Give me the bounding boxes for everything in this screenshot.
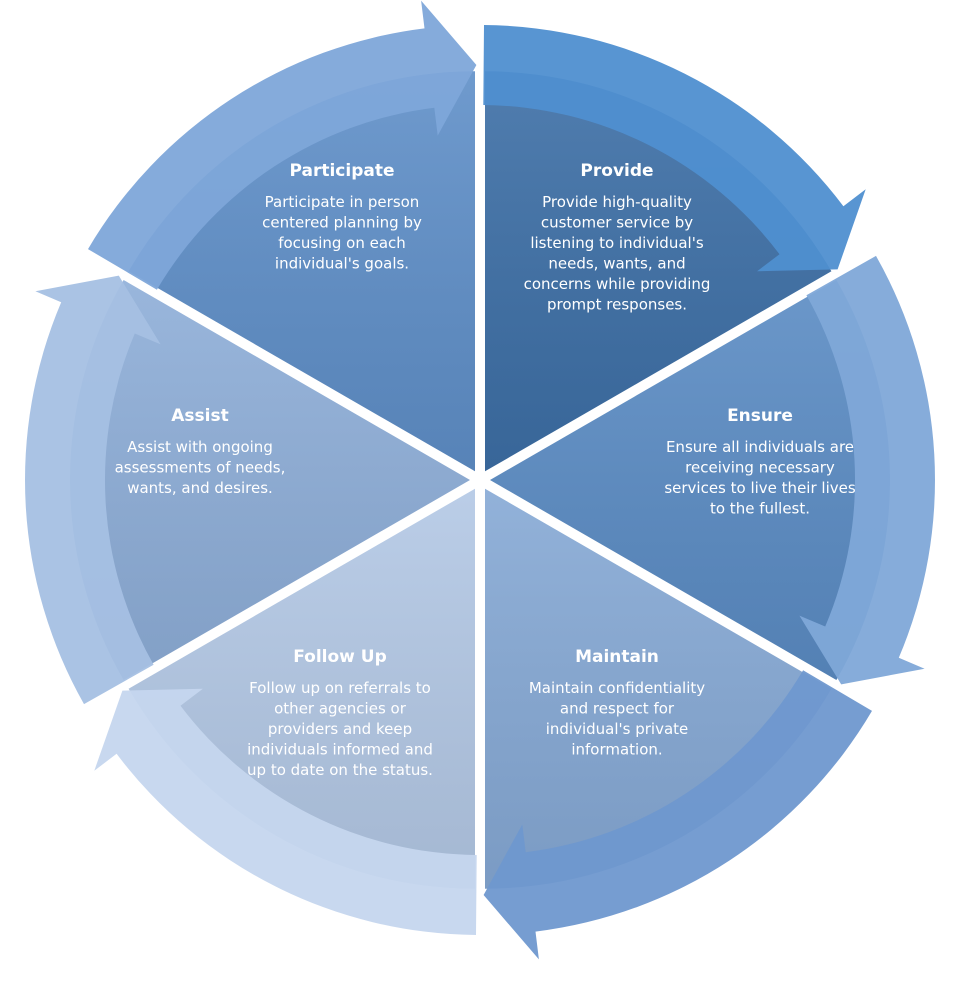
segment-maintain-desc-line: individual's private [546,720,689,738]
segment-follow-up-desc-line: providers and keep [268,720,412,738]
segment-participate-desc-line: Participate in person [265,193,420,211]
segment-maintain-title: Maintain [575,647,659,667]
segment-maintain-desc-line: Maintain confidentiality [529,679,705,697]
segment-assist-shade [70,280,470,680]
arrow-participate [88,0,477,290]
segment-participate-desc-line: centered planning by [262,214,422,232]
segment-assist-desc-line: Assist with ongoing [127,438,273,456]
segment-participate-title: Participate [289,161,394,181]
segment-follow-up-title: Follow Up [293,647,387,667]
segment-assist [70,280,470,680]
segment-ensure-desc-line: Ensure all individuals are [666,438,854,456]
segment-provide-desc-line: Provide high-quality [542,193,692,211]
segment-follow-up-desc-line: other agencies or [274,700,407,718]
arrow-provide [483,25,866,272]
segment-ensure-desc-line: to the fullest. [710,500,810,518]
segment-provide-desc-line: prompt responses. [547,296,687,314]
segment-provide-desc-line: needs, wants, and [548,255,685,273]
segment-participate-desc-line: individual's goals. [275,255,409,273]
segment-ensure-title: Ensure [727,406,793,426]
arrow-ensure [799,255,935,685]
segment-follow-up-desc-line: individuals informed and [247,741,433,759]
segment-follow-up-desc-line: Follow up on referrals to [249,679,431,697]
segment-participate-desc-line: focusing on each [278,234,406,252]
segment-provide-desc-line: listening to individual's [530,234,703,252]
segment-assist-title: Assist [171,406,228,426]
segment-ensure-desc-line: receiving necessary [685,459,835,477]
arrow-assist [25,275,161,705]
segment-provide-desc-line: customer service by [541,214,693,232]
segment-provide-title: Provide [580,161,653,181]
segment-ensure-desc-line: services to live their lives [664,479,856,497]
arrow-follow-up [94,688,477,935]
segment-provide-desc-line: concerns while providing [524,275,711,293]
segment-maintain-desc-line: information. [571,741,662,759]
segment-ensure [490,280,890,680]
arrow-maintain [483,670,872,960]
segment-follow-up-desc-line: up to date on the status. [247,761,433,779]
segment-maintain-desc-line: and respect for [560,700,675,718]
segment-ensure-shade [490,280,890,680]
segment-assist-desc-line: assessments of needs, [115,459,286,477]
segment-assist-desc-line: wants, and desires. [127,479,273,497]
